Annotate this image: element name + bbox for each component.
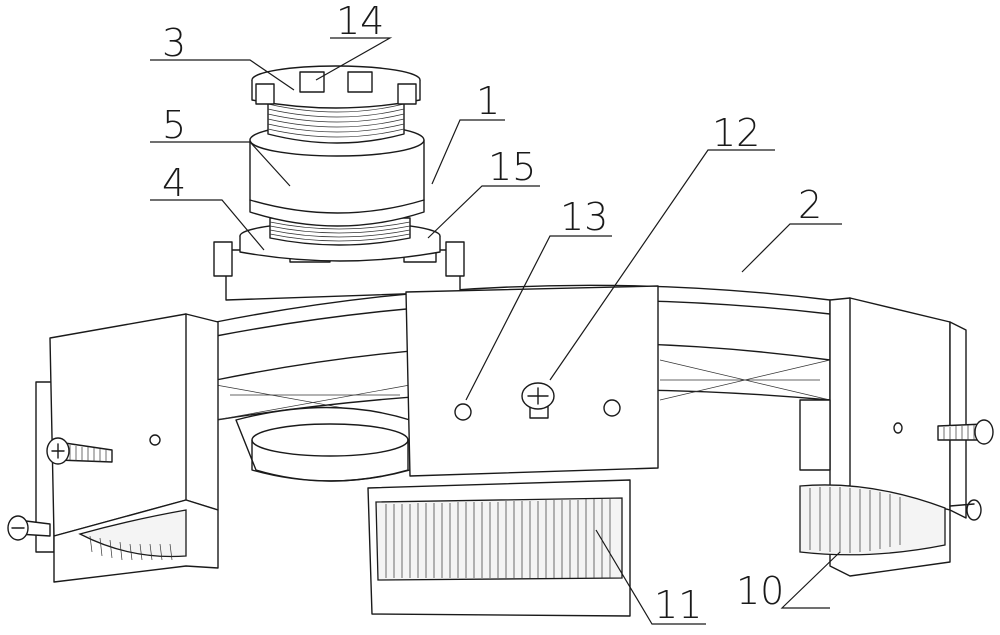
right-bolt-lower	[949, 499, 982, 521]
upper-thread	[267, 99, 405, 144]
center-screw	[521, 382, 555, 419]
callout-12: 12	[712, 111, 760, 155]
callout-14: 14	[336, 0, 384, 43]
column-base	[213, 235, 465, 301]
right-clamp-block	[799, 297, 967, 577]
top-nut	[251, 65, 421, 109]
center-plate	[405, 285, 659, 477]
leader-12	[549, 149, 775, 381]
callouts: 3 14 5 4 1 15 13 12 2 11 10	[162, 0, 822, 627]
callout-4: 4	[162, 161, 186, 205]
leader-11	[595, 529, 706, 625]
leader-3	[150, 59, 295, 91]
callout-1: 1	[476, 79, 500, 123]
callout-13: 13	[560, 195, 608, 239]
leader-15	[427, 185, 540, 239]
leader-5	[150, 141, 291, 187]
leader-13	[465, 235, 612, 401]
left-bolt-lower	[7, 515, 51, 541]
bottom-gear-segment	[367, 479, 631, 617]
callout-2: 2	[798, 183, 822, 227]
callout-15: 15	[488, 145, 536, 189]
leader-14	[315, 37, 393, 81]
callout-11: 11	[654, 583, 702, 627]
left-bolt-upper	[46, 437, 113, 465]
right-bolt-upper	[937, 419, 994, 445]
left-clamp-block	[35, 313, 219, 583]
callout-5: 5	[162, 103, 186, 147]
callout-10: 10	[736, 569, 784, 613]
hub-disc	[235, 406, 411, 482]
leader-lines	[150, 37, 842, 625]
callout-3: 3	[162, 21, 186, 65]
leader-10	[780, 551, 841, 609]
leader-2	[741, 223, 842, 273]
leader-1	[431, 119, 505, 185]
leader-4	[150, 199, 265, 251]
